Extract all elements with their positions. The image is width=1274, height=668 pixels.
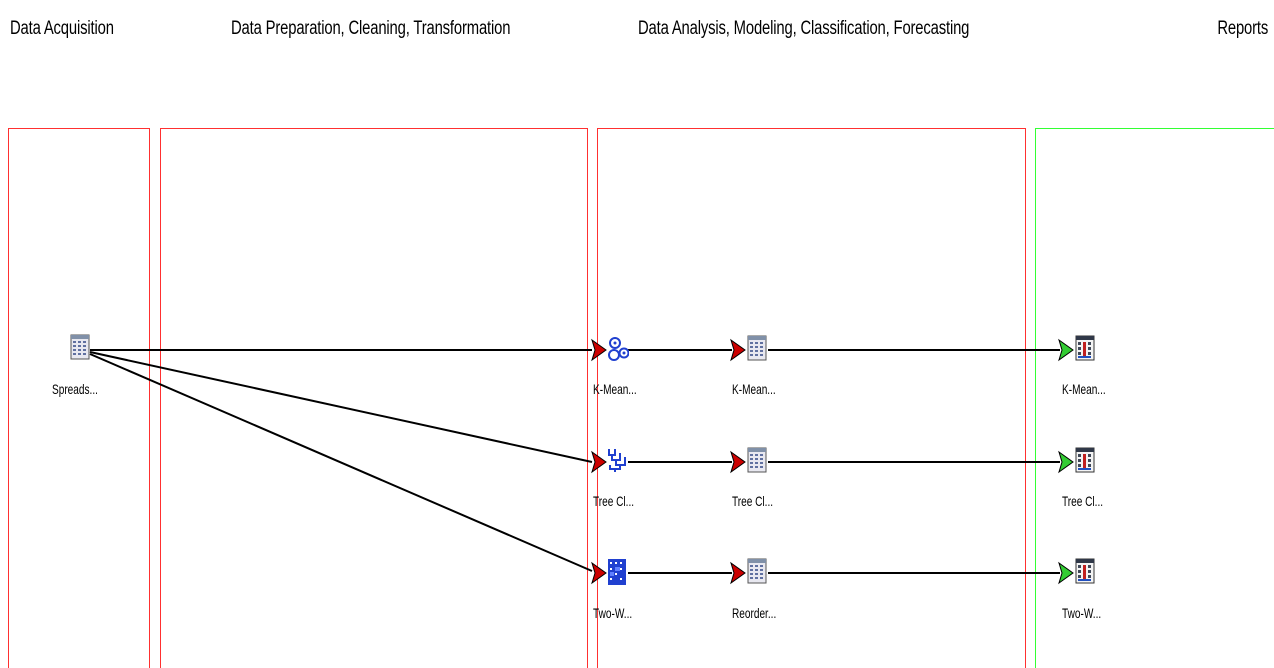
node-spreadsheet[interactable] <box>70 334 110 364</box>
report-icon <box>1075 558 1095 584</box>
tree-clustering-icon <box>608 449 626 472</box>
node-label-twoway-report: Two-W... <box>1062 605 1102 621</box>
report-arrow-twoway <box>1058 561 1074 585</box>
header-data-acquisition: Data Acquisition <box>10 18 114 39</box>
node-label-reorder-result: Reorder... <box>732 605 777 621</box>
node-kmeans-result[interactable] <box>747 335 787 365</box>
spreadsheet-icon <box>747 447 767 473</box>
input-arrow-kmeans <box>591 338 607 362</box>
input-arrow-tree-result <box>730 450 746 474</box>
panel-reports <box>1035 128 1274 668</box>
node-twoway-report[interactable] <box>1075 558 1115 588</box>
node-label-kmeans-analysis: K-Mean... <box>593 381 637 397</box>
header-reports: Reports <box>1217 18 1268 39</box>
node-label-kmeans-report: K-Mean... <box>1062 381 1106 397</box>
wire-spreadsheet-to-tree <box>89 351 593 463</box>
panel-data-analysis <box>597 128 1026 668</box>
report-arrow-kmeans <box>1058 338 1074 362</box>
header-data-preparation: Data Preparation, Cleaning, Transformati… <box>231 18 511 39</box>
node-kmeans-analysis[interactable] <box>607 336 647 366</box>
spreadsheet-icon <box>747 335 767 361</box>
spreadsheet-icon <box>747 558 767 584</box>
two-way-joining-icon <box>608 559 626 585</box>
input-arrow-tree <box>591 450 607 474</box>
node-label-tree-report: Tree Cl... <box>1062 493 1104 509</box>
input-arrow-reorder <box>730 561 746 585</box>
report-arrow-tree <box>1058 450 1074 474</box>
node-reorder-result[interactable] <box>747 558 787 588</box>
wire-spreadsheet-to-twoway <box>89 353 593 572</box>
node-label-spreadsheet: Spreads... <box>52 381 98 397</box>
node-label-twoway-analysis: Two-W... <box>593 605 633 621</box>
panel-data-preparation <box>160 128 588 668</box>
node-kmeans-report[interactable] <box>1075 335 1115 365</box>
node-tree-analysis[interactable] <box>606 447 646 477</box>
node-label-kmeans-result: K-Mean... <box>732 381 776 397</box>
input-arrow-kmeans-result <box>730 338 746 362</box>
input-arrow-twoway <box>591 561 607 585</box>
node-label-tree-result: Tree Cl... <box>732 493 774 509</box>
node-tree-report[interactable] <box>1075 447 1115 477</box>
kmeans-clustering-icon <box>608 337 629 361</box>
spreadsheet-icon <box>70 334 90 360</box>
report-icon <box>1075 447 1095 473</box>
node-tree-result[interactable] <box>747 447 787 477</box>
node-twoway-analysis[interactable] <box>607 558 647 588</box>
node-label-tree-analysis: Tree Cl... <box>593 493 635 509</box>
header-data-analysis: Data Analysis, Modeling, Classification,… <box>638 18 970 39</box>
report-icon <box>1075 335 1095 361</box>
panel-data-acquisition <box>8 128 150 668</box>
